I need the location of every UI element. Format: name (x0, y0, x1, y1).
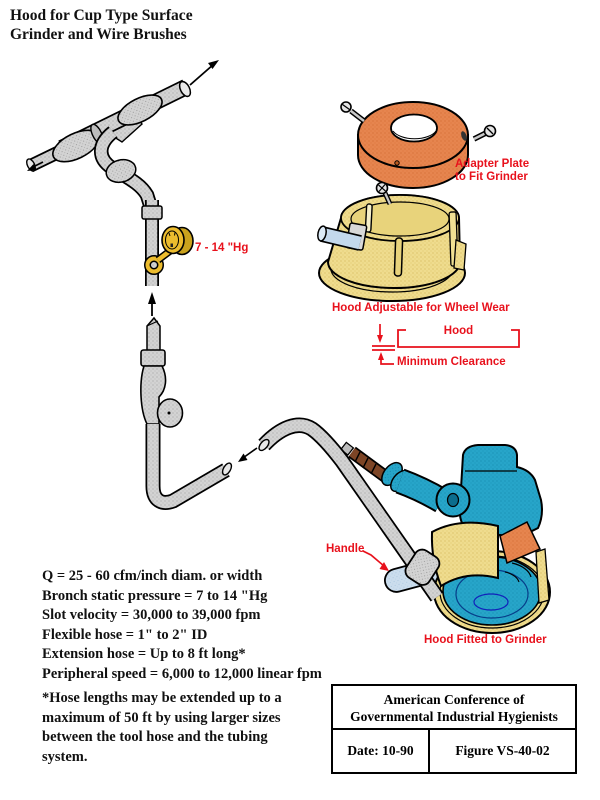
org-line2: Governmental Industrial Hygienists (350, 709, 558, 724)
hood-illustration (317, 194, 467, 302)
footnote: *Hose lengths may be extended up to a ma… (42, 690, 282, 765)
title-block-table: American Conference of Governmental Indu… (331, 684, 577, 774)
screw-icons (340, 101, 497, 206)
hood-adjustable-label: Hood Adjustable for Wheel Wear (332, 302, 510, 314)
design-specs: Q = 25 - 60 cfm/inch diam. or width Bron… (42, 567, 322, 684)
page-title-line1: Hood for Cup Type Surface (10, 7, 193, 24)
adapter-plate-illustration (357, 101, 469, 189)
spec-flexible-hose: Flexible hose = 1" to 2" ID (42, 626, 208, 643)
org-line1: American Conference of (383, 692, 525, 707)
title-block-org: American Conference of Governmental Indu… (333, 686, 575, 730)
spec-flow-rate: Q = 25 - 60 cfm/inch diam. or width (42, 568, 263, 584)
page-title: Hood for Cup Type Surface Grinder and Wi… (10, 6, 193, 44)
adapter-plate-label-line1: Adapter Plate (455, 158, 530, 170)
flexible-hose (258, 417, 444, 602)
handle-label: Handle (326, 543, 365, 555)
figure-cell: Figure VS-40-02 (455, 743, 550, 758)
spec-extension-hose: Extension hose = Up to 8 ft long* (42, 646, 246, 662)
hood-label: Hood (443, 325, 474, 337)
flow-arrow-icons (27, 60, 258, 462)
hood-fitted-label: Hood Fitted to Grinder (424, 634, 547, 646)
spec-slot-velocity: Slot velocity = 30,000 to 39,000 fpm (42, 607, 261, 623)
fitted-hood-illustration (430, 520, 551, 634)
pressure-gauge-icon (144, 225, 194, 275)
date-cell: Date: 10-90 (333, 730, 430, 772)
adapter-plate-label-line2: to Fit Grinder (455, 171, 528, 183)
adapter-plate-label: Adapter Plate to Fit Grinder (455, 158, 529, 184)
title-block-row: Date: 10-90 Figure VS-40-02 (333, 730, 575, 772)
tool-coupling (140, 316, 233, 510)
page-title-line2: Grinder and Wire Brushes (10, 26, 187, 43)
pressure-gauge-label: 7 - 14 "Hg (195, 242, 249, 254)
spec-static-pressure: Bronch static pressure = 7 to 14 "Hg (42, 587, 268, 604)
dimension-annotation (362, 324, 520, 571)
y-branch-fitting (26, 79, 192, 214)
grinder-illustration (339, 441, 543, 539)
minimum-clearance-label: Minimum Clearance (397, 356, 506, 368)
spec-peripheral-speed: Peripheral speed = 6,000 to 12,000 linea… (42, 665, 322, 682)
